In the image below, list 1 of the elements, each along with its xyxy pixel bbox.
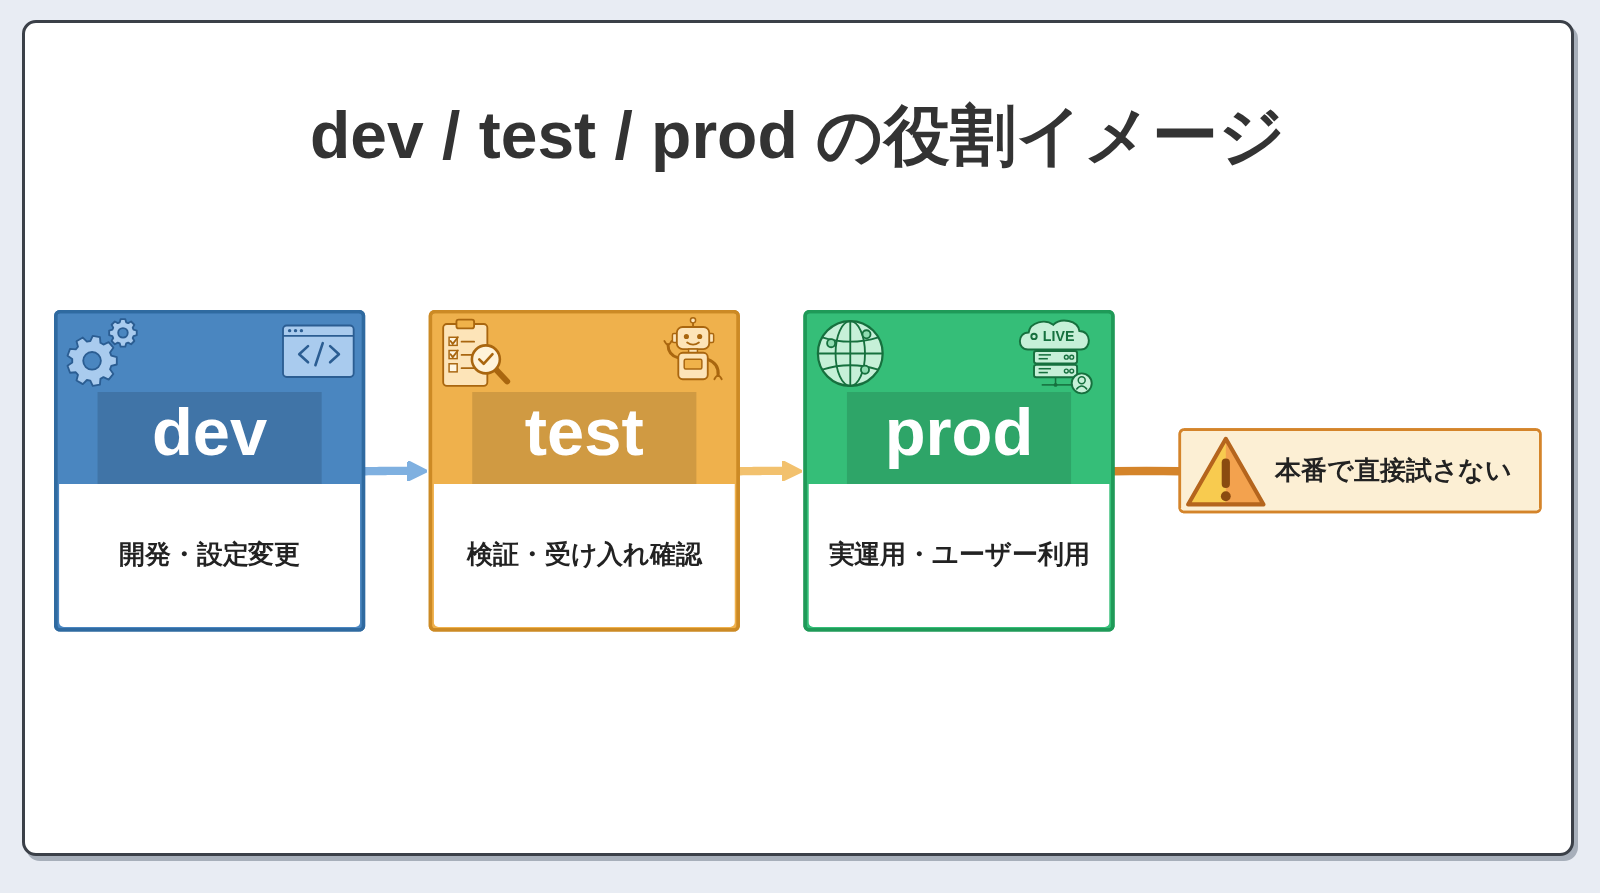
title: dev / test / prod の役割イメージ bbox=[308, 97, 1288, 174]
